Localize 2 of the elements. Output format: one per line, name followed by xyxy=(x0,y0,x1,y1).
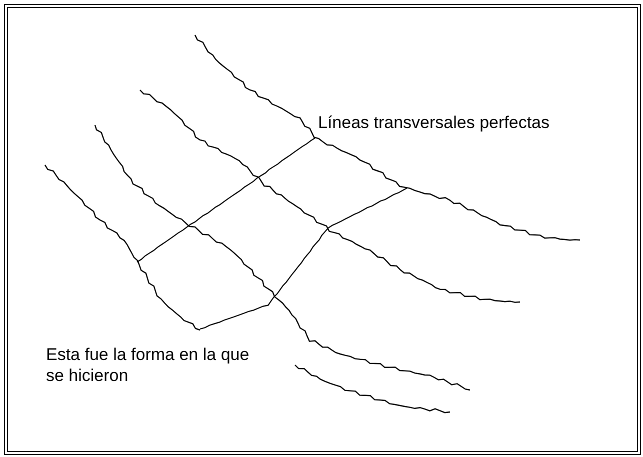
note-text: Esta fue la forma en la que se hicieron xyxy=(46,344,250,386)
note-text: Líneas transversales perfectas xyxy=(318,112,551,133)
